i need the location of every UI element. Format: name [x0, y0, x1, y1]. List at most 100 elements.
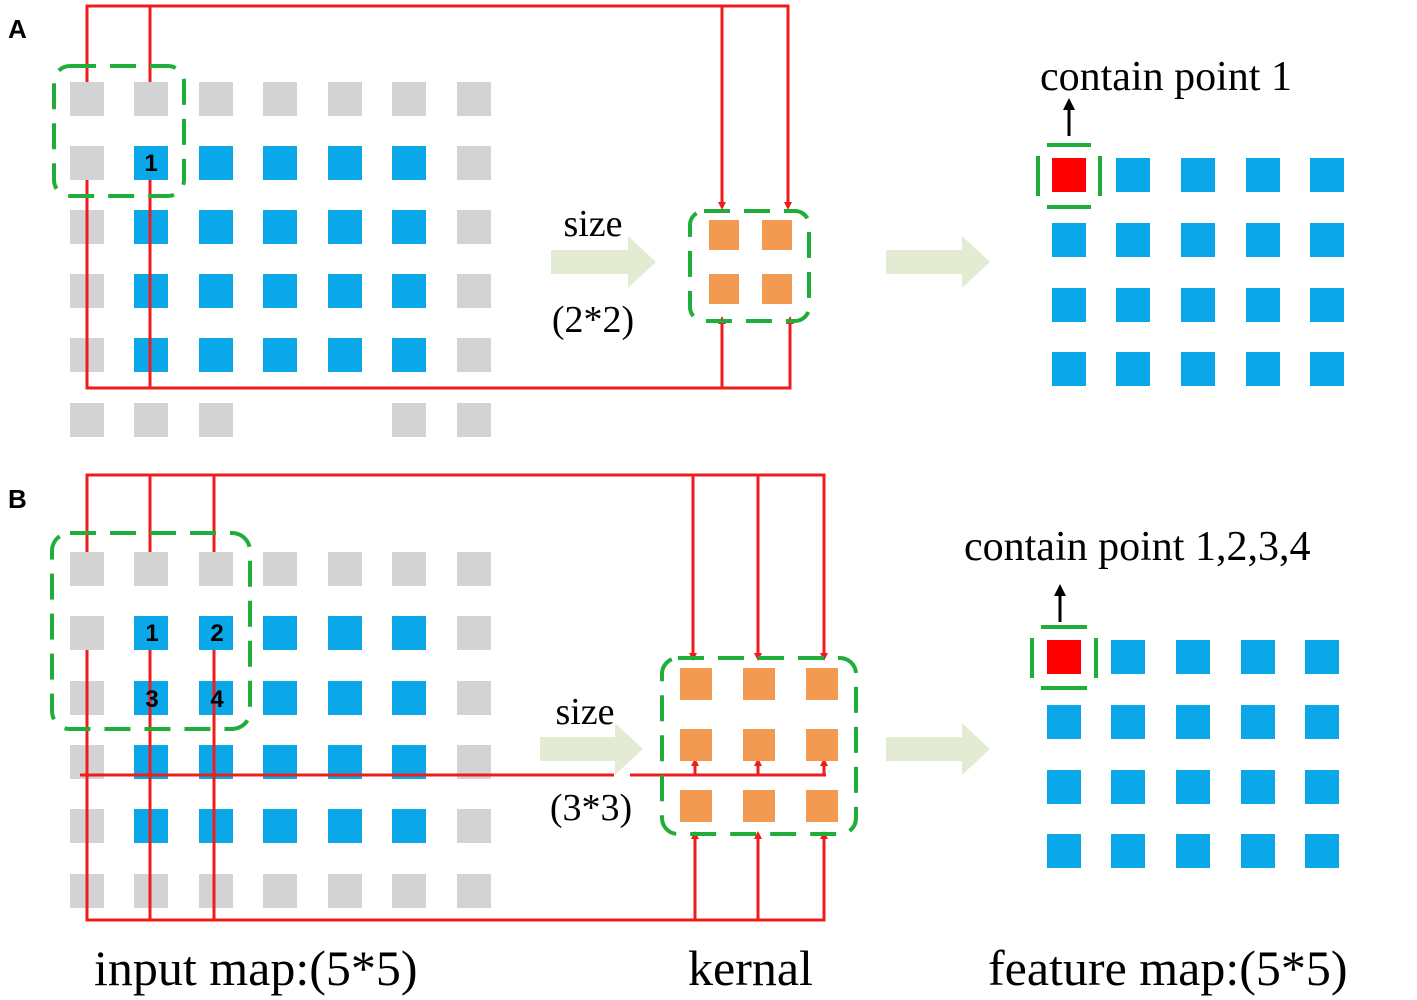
blue-cell — [1176, 834, 1210, 868]
kernel-cell — [806, 729, 838, 761]
blue-cell — [1305, 640, 1339, 674]
kernel-cell — [762, 274, 792, 304]
kernel-window-a — [688, 209, 811, 323]
feature-map-label: feature map:(5*5) — [988, 940, 1348, 996]
grey-cell — [457, 210, 491, 244]
line-top-frame — [85, 473, 828, 661]
blue-cell — [392, 745, 426, 779]
grey-cell — [457, 874, 491, 908]
grey-cell — [199, 82, 233, 116]
arrow-label-bottom-a: (2*2) — [552, 299, 634, 341]
caption-top-b: contain point 1,2,3,4 — [964, 524, 1310, 570]
blue-cell — [1052, 288, 1086, 322]
blue-cell — [392, 809, 426, 843]
kernel-label: kernal — [688, 940, 813, 996]
arrow-label-top-b: size — [555, 691, 614, 733]
blue-cell — [199, 616, 233, 650]
kernel-cell — [680, 668, 712, 700]
grey-cell — [70, 146, 104, 180]
block-arrow-a — [551, 236, 656, 288]
grey-cell — [199, 552, 233, 586]
grey-cell — [392, 552, 426, 586]
blue-cell — [263, 146, 297, 180]
blue-cell — [263, 681, 297, 715]
blue-cell — [263, 616, 297, 650]
arrow-label-top-a: size — [563, 203, 622, 245]
blue-cell — [1181, 288, 1215, 322]
line-bottom-frame — [85, 650, 828, 922]
connection-lines-a — [85, 4, 794, 390]
red-output-cell — [1047, 640, 1081, 674]
blue-cell — [1310, 158, 1344, 192]
receptive-window-a — [52, 64, 186, 198]
result-arrow-b — [886, 723, 990, 775]
blue-cell — [1181, 223, 1215, 257]
blue-cell — [392, 146, 426, 180]
blue-cell — [1116, 158, 1150, 192]
blue-cell — [392, 616, 426, 650]
blue-cell — [1246, 223, 1280, 257]
block-arrow-b — [540, 723, 643, 775]
result-arrow-a — [886, 236, 990, 288]
line-top-outer — [85, 4, 792, 210]
blue-cell — [1111, 770, 1145, 804]
kernel-cell — [680, 790, 712, 822]
line-bottom-outer — [85, 180, 794, 390]
blue-cell — [392, 210, 426, 244]
blue-cell — [1052, 352, 1086, 386]
grey-cell — [199, 874, 233, 908]
blue-cell — [199, 146, 233, 180]
blue-cell — [199, 210, 233, 244]
grey-cell — [70, 552, 104, 586]
blue-cell — [1241, 640, 1275, 674]
blue-cell — [199, 745, 233, 779]
blue-cell — [1047, 705, 1081, 739]
blue-cell — [1305, 834, 1339, 868]
panel-a: A — [8, 4, 1344, 437]
blue-cell — [328, 681, 362, 715]
cell-number-3: 3 — [145, 686, 158, 713]
grey-cell — [392, 82, 426, 116]
kernel-cell — [709, 274, 739, 304]
blue-cell — [1176, 640, 1210, 674]
grey-cell — [134, 552, 168, 586]
grey-cell — [263, 552, 297, 586]
grey-cell — [457, 681, 491, 715]
blue-cell — [1116, 223, 1150, 257]
input-map-b — [70, 552, 491, 908]
blue-cell — [1111, 640, 1145, 674]
grey-cell — [392, 874, 426, 908]
connection-lines-b — [80, 473, 828, 922]
output-bracket-b — [1030, 625, 1098, 690]
blue-cell — [1310, 223, 1344, 257]
grey-cell — [392, 403, 426, 437]
grey-cell — [457, 146, 491, 180]
grey-cell — [263, 82, 297, 116]
kernel-a — [709, 220, 792, 304]
blue-cell — [1246, 158, 1280, 192]
blue-cell — [392, 274, 426, 308]
kernel-cell — [743, 668, 775, 700]
blue-cell — [1116, 288, 1150, 322]
blue-cell — [328, 745, 362, 779]
blue-cell — [328, 210, 362, 244]
grey-cell — [328, 552, 362, 586]
kernel-cell — [762, 220, 792, 250]
receptive-window-b — [50, 531, 252, 731]
grey-cell — [263, 874, 297, 908]
blue-cell — [263, 210, 297, 244]
grey-cell — [134, 403, 168, 437]
grey-cell — [457, 82, 491, 116]
blue-cell — [199, 274, 233, 308]
grey-cell — [457, 274, 491, 308]
kernel-cell — [806, 790, 838, 822]
blue-cell — [263, 745, 297, 779]
panel-label-a: A — [8, 14, 27, 44]
grey-cell — [457, 809, 491, 843]
blue-cell — [392, 338, 426, 372]
blue-cell — [263, 338, 297, 372]
feature-map-a — [1052, 158, 1344, 386]
grey-cell — [70, 616, 104, 650]
grey-cell — [134, 82, 168, 116]
